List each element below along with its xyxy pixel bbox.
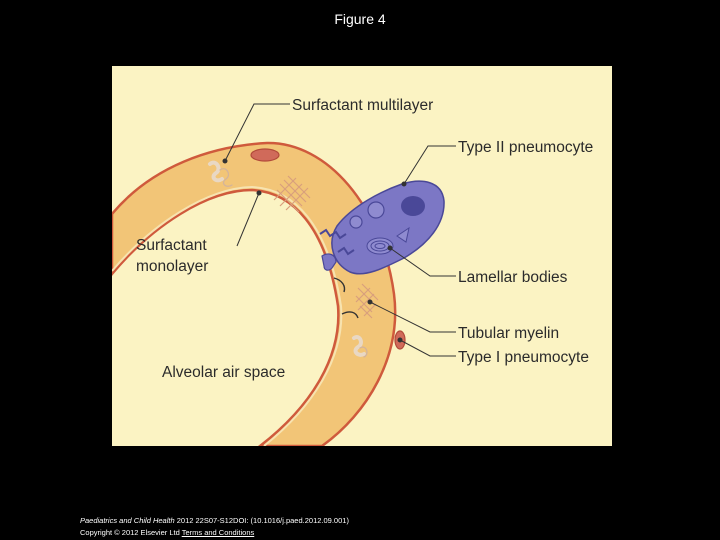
citation: Paediatrics and Child Health 2012 22S07-…	[80, 515, 349, 539]
leader-lines	[222, 103, 456, 357]
multilayer-squiggle-3	[352, 335, 366, 357]
alveolar-wall	[112, 141, 397, 446]
alveolus-diagram: Surfactant multilayer Type II pneumocyte…	[112, 66, 612, 446]
label-lamellar-bodies: Lamellar bodies	[458, 269, 568, 286]
secretion-arrow-2	[341, 311, 359, 319]
multilayer-squiggle-1	[208, 160, 224, 183]
type2-nucleus	[401, 196, 425, 216]
tubular-myelin-patch-top	[273, 175, 311, 213]
leader-monolayer-dot	[256, 190, 262, 196]
secretion-arrow	[333, 277, 346, 293]
leader-tubular-dot	[367, 299, 373, 305]
tubular-myelin-patch-bottom	[355, 283, 379, 319]
microvilli	[319, 228, 355, 256]
terms-link[interactable]: Terms and Conditions	[181, 528, 255, 537]
leader-lamellar	[389, 247, 456, 277]
label-alveolar-air-space: Alveolar air space	[162, 364, 285, 381]
lamellar-body-3	[366, 237, 394, 255]
label-surfactant-monolayer-2: monolayer	[136, 258, 208, 275]
leader-type2	[403, 145, 456, 185]
label-surfactant-monolayer-1: Surfactant	[136, 237, 207, 254]
figure-title: Figure 4	[334, 11, 386, 27]
citation-reference: 2012 22S07-S12DOI: (10.1016/j.paed.2012.…	[174, 516, 349, 525]
citation-journal: Paediatrics and Child Health	[80, 516, 175, 525]
lamellar-body-1	[367, 201, 385, 219]
diagram-svg: Surfactant multilayer Type II pneumocyte…	[112, 66, 612, 446]
lamellar-body-4	[396, 226, 410, 243]
leader-multilayer-dot	[222, 158, 228, 164]
leader-type1-dot	[397, 337, 403, 343]
surfactant-layer	[112, 185, 343, 446]
label-surfactant-multilayer: Surfactant multilayer	[292, 97, 433, 114]
multilayer-squiggle-4	[359, 346, 368, 358]
copyright-text: Copyright © 2012 Elsevier Ltd	[80, 528, 182, 537]
citation-line-1: Paediatrics and Child Health 2012 22S07-…	[80, 515, 349, 527]
citation-line-2: Copyright © 2012 Elsevier Ltd Terms and …	[80, 527, 349, 539]
lamellar-body-2	[349, 215, 363, 229]
multilayer-squiggle-2	[219, 168, 233, 187]
leader-type1	[399, 339, 456, 357]
label-tubular-myelin: Tubular myelin	[458, 325, 559, 342]
leader-multilayer	[224, 103, 290, 162]
leader-tubular	[369, 301, 456, 333]
leader-monolayer	[236, 192, 260, 247]
leader-type2-dot	[401, 181, 407, 187]
secreting-body	[321, 253, 337, 271]
type1-nucleus-top	[250, 148, 280, 162]
label-type2-pneumocyte: Type II pneumocyte	[458, 139, 593, 156]
leader-lamellar-dot	[387, 245, 393, 251]
label-type1-pneumocyte: Type I pneumocyte	[458, 349, 589, 366]
